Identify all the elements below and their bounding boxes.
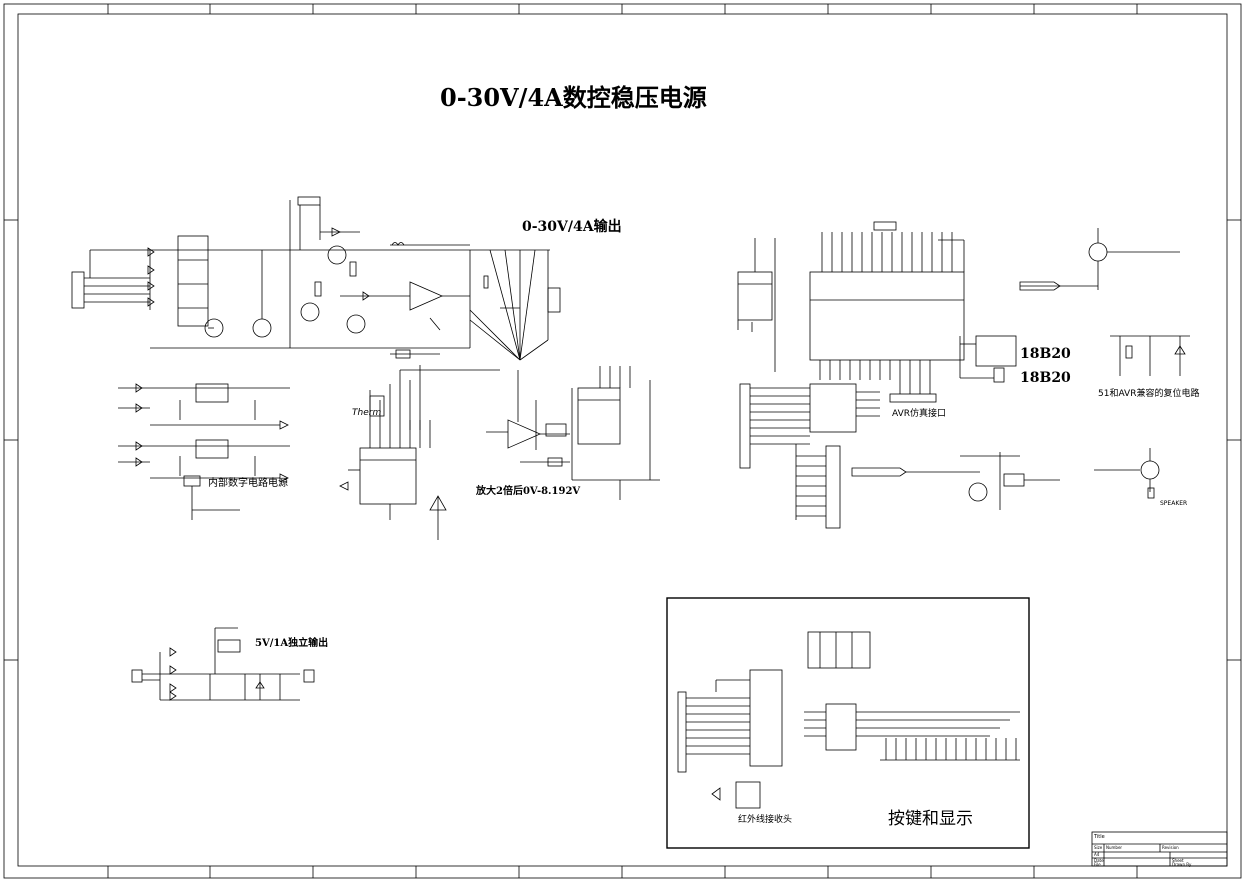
ir-receiver-label: 红外线接收头 [738,815,793,825]
title-block-drawn-field: Drawn By [1172,862,1192,867]
temperature-sensor-section [959,335,1017,383]
outer-border [3,3,1242,879]
thermistor-label: Therm [352,408,382,418]
digital-power-supply [118,383,290,520]
title-block-size-value: A4 [1094,852,1100,857]
title-block-title-field: Title [1094,834,1105,840]
title-block-file-field: File [1094,862,1101,867]
digital-supply-label: 内部数字电路电源 [208,478,288,489]
title-block-date-field: Date [1094,858,1104,863]
adc-section [571,366,660,500]
zone-ticks [4,4,1241,878]
title-block-frame [1091,831,1228,867]
page-title: 0-30V/4A数控稳压电源 [440,83,707,112]
mcu-section [737,221,965,529]
keys-display-panel [666,597,1030,849]
title-block-sheet-field: Sheet [1172,858,1184,863]
led-driver-section [1019,228,1180,291]
amplifier-section [486,370,570,467]
avr-port-label: AVR仿真接口 [892,409,946,419]
aux-output-label: 5V/1A独立输出 [255,638,329,649]
amplifier-label: 放大2倍后0V-8.192V [476,486,581,497]
title-block-size-field: Size [1094,845,1103,850]
title-block-number-field: Number [1106,845,1123,850]
aux-output-section [131,627,315,701]
relay-speaker-section [851,448,1160,510]
reset-circuit-label: 51和AVR兼容的复位电路 [1098,389,1200,399]
main-power-stage [71,196,561,430]
sensor-label-1: 18B20 [1020,346,1071,362]
dac-section [339,384,447,540]
speaker-label: SPEAKER [1160,500,1188,507]
output-label: 0-30V/4A输出 [522,219,622,235]
title-block-revision-field: Revision [1162,845,1179,850]
keys-display-label: 按键和显示 [888,809,973,829]
reset-circuit [1110,335,1190,376]
sensor-label-2: 18B20 [1020,370,1071,386]
